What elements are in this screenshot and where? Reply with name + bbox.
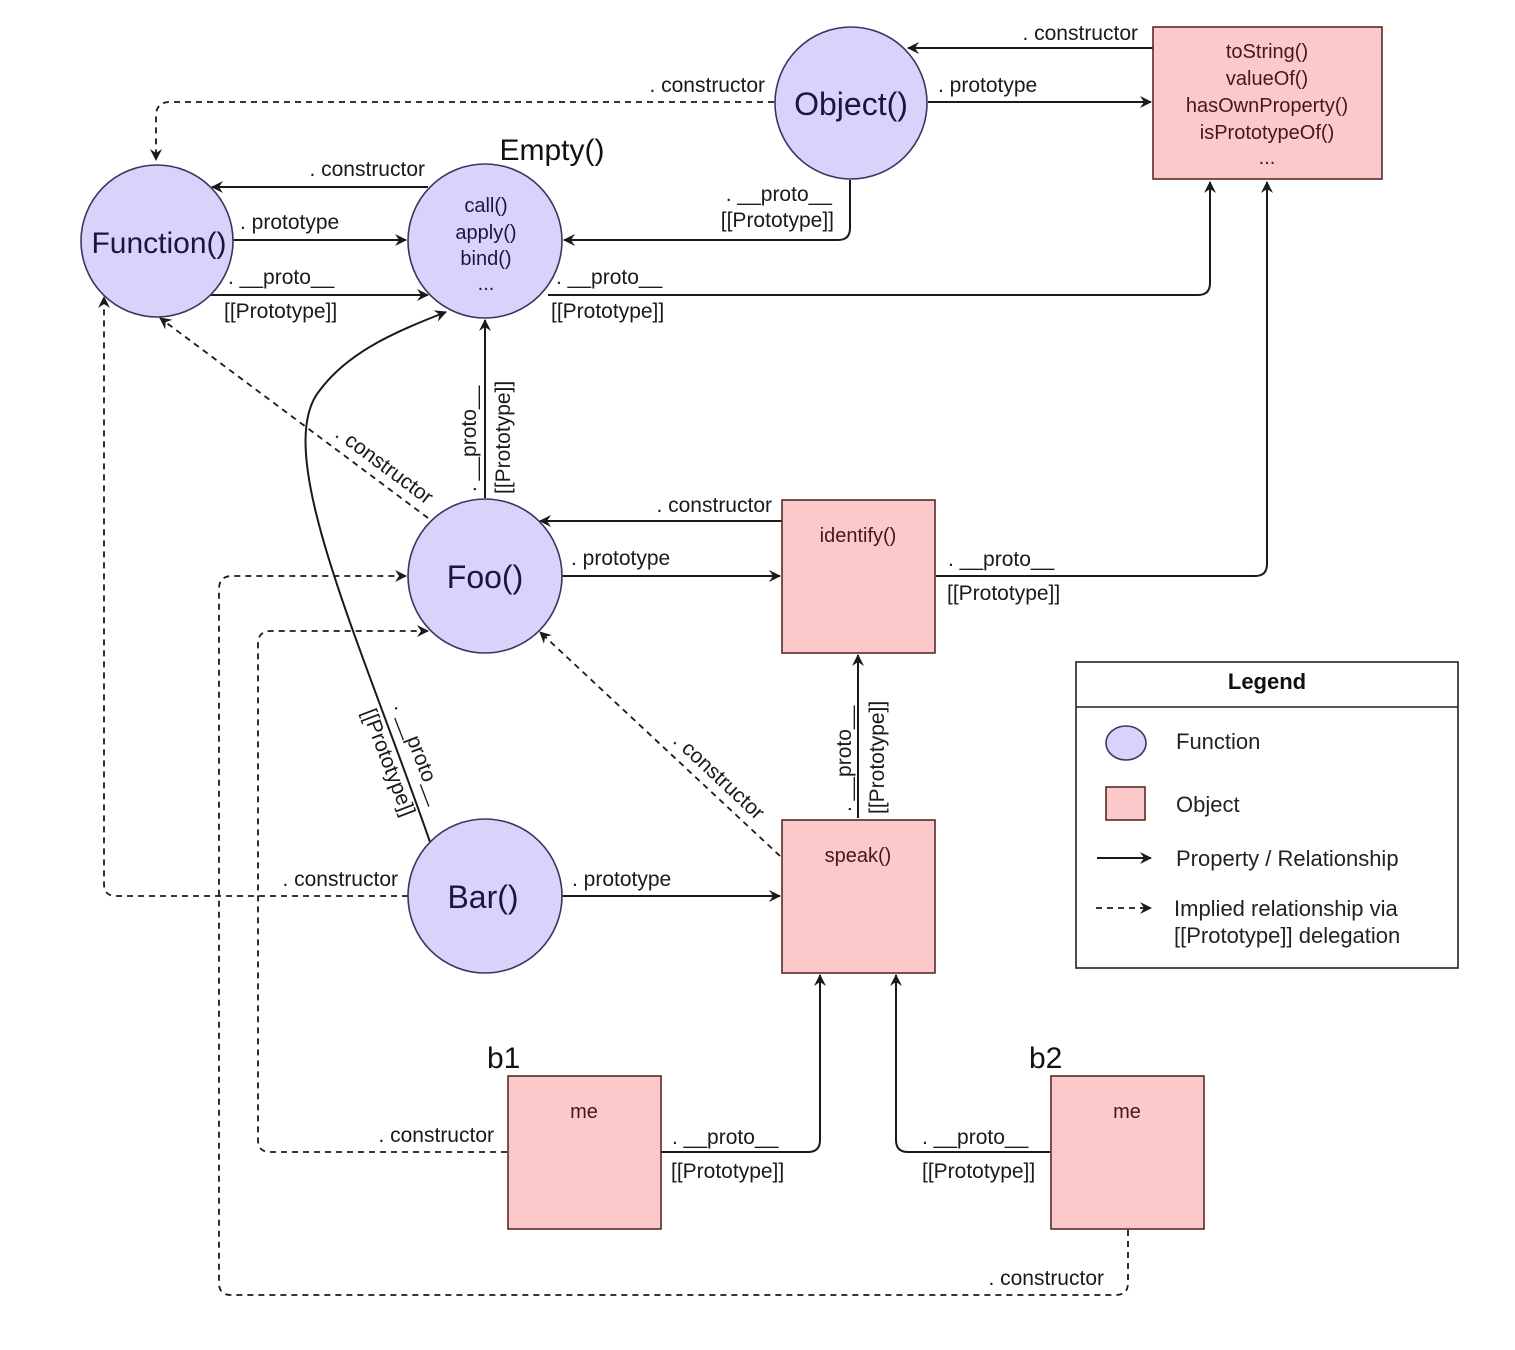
edge-label-internal-prototype: [[Prototype]] [671,1160,784,1183]
edge-fooproto-proto [936,181,1273,577]
edge-label-prototype: . prototype [938,74,1037,97]
edge-label-internal-prototype: [[Prototype]] [922,1160,1035,1183]
edge-label-constructor: . constructor [282,868,398,891]
edge-label-internal-prototype: [[Prototype]] [551,300,664,323]
edge-object-proto [563,180,851,246]
function-circle [407,163,563,319]
node-function-function: Function() [80,164,234,318]
edge-label-constructor: . constructor [309,158,425,181]
edge-label-proto: . __proto__ [556,266,663,289]
legend-label: Property / Relationship [1176,846,1399,871]
node-object-function: Object() [774,26,928,180]
node-b2: b2 me [1029,1042,1205,1230]
edge-b2-constructor-dashed [218,570,1129,1296]
legend-item-implied: Implied relationship via [[Prototype]] d… [1096,896,1400,948]
member: call() [464,195,507,217]
node-caption: b1 [487,1042,520,1075]
member: valueOf() [1226,68,1308,90]
object-box [1050,1075,1205,1230]
edge-label-proto: . __proto__ [458,385,481,492]
legend-label: Implied relationship via [1174,896,1399,921]
edge-label-prototype: . prototype [571,547,670,570]
node-object-prototype: toString() valueOf() hasOwnProperty() is… [1152,26,1383,180]
member: apply() [455,222,516,244]
edge-empty-proto [548,181,1216,296]
member: hasOwnProperty() [1186,95,1348,117]
edge-label-internal-prototype: [[Prototype]] [947,582,1060,605]
node-title: Object() [794,86,908,122]
node-foo-prototype: identify() [781,499,936,654]
function-circle [407,818,563,974]
edge-label-internal-prototype: [[Prototype]] [721,209,834,232]
edge-foo-constructor-dashed [159,317,429,519]
legend: Legend Function Object Property / Relati… [1075,661,1459,969]
edge-label-prototype: . prototype [240,211,339,234]
node-bar-function: Bar() [407,818,563,974]
edge-object-constructor-dashed [150,101,774,161]
edge-barproto-constructor-dashed [539,631,781,857]
edge-label-internal-prototype: [[Prototype]] [866,701,889,814]
object-box [781,499,936,654]
edge-label-constructor: . constructor [988,1267,1104,1290]
node-bar-prototype: speak() [781,819,936,974]
function-circle [407,498,563,654]
legend-label: [[Prototype]] delegation [1174,923,1400,948]
member: me [570,1101,598,1123]
node-title: Function() [91,227,226,260]
function-circle [774,26,928,180]
legend-item-property: Property / Relationship [1097,846,1399,871]
node-title: Foo() [447,559,523,595]
edge-b2-proto [890,974,1050,1153]
edge-label-proto: . __proto__ [672,1126,779,1149]
edge-label-proto: . __proto__ [726,183,833,206]
edge-label-proto: . __proto__ [948,548,1055,571]
edge-label-constructor: . constructor [669,729,769,825]
member: me [1113,1101,1141,1123]
edge-label-constructor: . constructor [656,494,772,517]
node-foo-function: Foo() [407,498,563,654]
node-b1: b1 me [487,1042,662,1230]
object-square-icon [1105,786,1146,821]
edge-label-internal-prototype: [[Prototype]] [224,300,337,323]
edge-label-constructor: . constructor [649,74,765,97]
node-caption: b2 [1029,1042,1062,1075]
legend-title: Legend [1228,669,1306,694]
edge-b1-proto [661,974,826,1153]
edge-label-constructor: . constructor [1022,22,1138,45]
edge-bar-constructor-dashed [98,296,408,897]
edge-label-proto: . __proto__ [922,1126,1029,1149]
legend-label: Object [1176,792,1240,817]
node-title: Bar() [447,879,518,915]
edge-label-prototype: . prototype [572,868,671,891]
edge-label-proto: . __proto__ [228,266,335,289]
legend-item-object: Object [1105,786,1240,821]
object-box [781,819,936,974]
member: ... [478,273,495,295]
function-circle-icon [1105,725,1147,761]
edge-bar-proto [304,310,447,843]
node-caption: Empty() [500,134,605,167]
object-box [507,1075,662,1230]
edge-label-constructor: . constructor [331,422,437,509]
legend-label: Function [1176,729,1260,754]
member: bind() [460,248,511,270]
member: toString() [1226,41,1308,63]
edge-label-constructor: . constructor [378,1124,494,1147]
member: isPrototypeOf() [1200,122,1334,144]
function-circle [80,164,234,318]
node-empty-function: Empty() call() apply() bind() ... [407,134,605,319]
legend-item-function: Function [1105,725,1260,761]
edge-label-proto: . __proto__ [833,705,856,812]
member: identify() [820,525,897,547]
edge-label-internal-prototype: [[Prototype]] [492,381,515,494]
member: speak() [825,845,892,867]
member: ... [1259,147,1276,169]
object-box [1152,26,1383,180]
